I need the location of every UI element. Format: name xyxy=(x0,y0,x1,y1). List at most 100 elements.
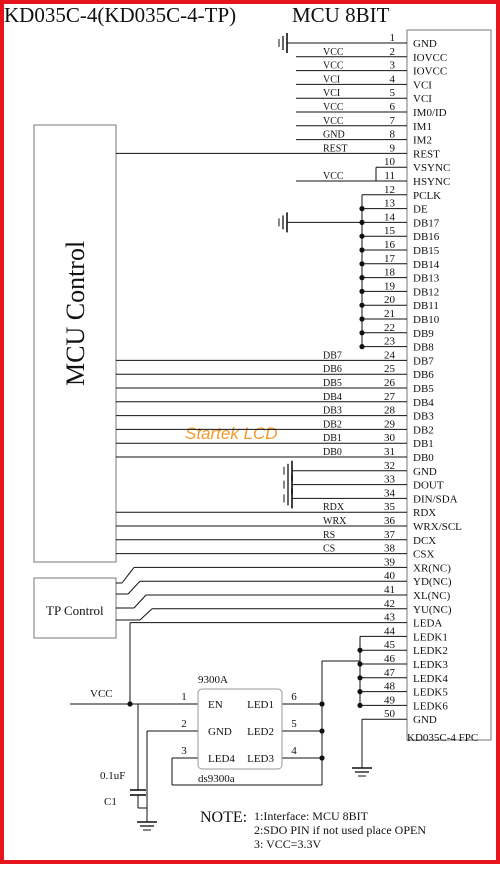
net-label: WRX xyxy=(323,516,347,527)
watermark-text: Startek LCD xyxy=(185,424,278,443)
pin-number: 14 xyxy=(384,211,396,223)
net-label: DB5 xyxy=(323,378,342,389)
pin-number: 49 xyxy=(384,694,396,706)
pin-number: 7 xyxy=(390,115,396,127)
net-label: VCC xyxy=(323,47,344,58)
net-label: REST xyxy=(323,143,347,154)
pin-name: DB7 xyxy=(413,355,434,367)
driver-ic-body xyxy=(197,688,283,770)
mcu-control-label: MCU Control xyxy=(61,241,90,386)
pin-number: 17 xyxy=(384,253,396,265)
junction-dot xyxy=(359,261,365,267)
pin-number: 28 xyxy=(384,405,396,417)
fpc-connector xyxy=(406,29,492,741)
pin-name: DB0 xyxy=(413,452,434,464)
junction-dot xyxy=(357,689,363,695)
pin-number: 38 xyxy=(384,543,396,555)
note-line-3: 3: VCC=3.3V xyxy=(254,837,322,851)
fpc-label: KD035C-4 FPC xyxy=(407,732,478,744)
junction-dot xyxy=(357,702,363,709)
pin-number: 24 xyxy=(384,349,396,361)
note-heading: NOTE: xyxy=(200,809,247,826)
pin-number: 11 xyxy=(384,170,395,182)
pin-name: LEDK3 xyxy=(413,659,448,671)
ic-pin-number: 1 xyxy=(181,691,187,703)
junction-dot xyxy=(359,288,365,294)
net-label: CS xyxy=(323,544,335,555)
pin-name: LEDK4 xyxy=(413,673,448,685)
net-label: VCI xyxy=(323,88,340,99)
pin-number: 1 xyxy=(390,32,396,44)
junction-dot xyxy=(127,701,133,707)
pin-number: 46 xyxy=(384,653,396,665)
ic-pin-label: EN xyxy=(208,699,223,711)
capacitor-ref: C1 xyxy=(104,796,117,808)
pin-number: 4 xyxy=(390,73,396,85)
page-subtitle: MCU 8BIT xyxy=(292,3,390,27)
driver-ic-vcc-label: VCC xyxy=(90,688,113,700)
net-label: DB0 xyxy=(323,447,342,458)
pin-number: 32 xyxy=(384,460,395,472)
pin-name: DB10 xyxy=(413,314,440,326)
junction-dot xyxy=(359,233,365,239)
pin-name: DB5 xyxy=(413,383,434,395)
ic-pin-label: LED2 xyxy=(247,726,274,738)
ic-pin-number: 6 xyxy=(291,691,297,703)
pin-name: IM2 xyxy=(413,135,432,147)
pin-number: 40 xyxy=(384,570,396,582)
tp-wire xyxy=(139,608,153,621)
pin-number: 31 xyxy=(384,446,395,458)
pin-number: 45 xyxy=(384,639,396,651)
pin-number: 30 xyxy=(384,432,396,444)
pin-number: 41 xyxy=(384,584,395,596)
ic-pin-number: 5 xyxy=(291,718,297,730)
tp-wire xyxy=(121,567,135,584)
pin-name: DB9 xyxy=(413,328,434,340)
pin-name: DCX xyxy=(413,535,436,547)
pin-name: WRX/SCL xyxy=(413,521,462,533)
pin-name: XL(NC) xyxy=(413,590,451,602)
tp-wire xyxy=(127,580,141,595)
net-label: VCI xyxy=(323,74,340,85)
junction-dot xyxy=(359,302,365,308)
mcu-control-block xyxy=(33,124,117,563)
pin-number: 12 xyxy=(384,184,395,196)
pin-number: 44 xyxy=(384,625,396,637)
pin-name: CSX xyxy=(413,549,434,561)
pin-name: RDX xyxy=(413,507,436,519)
pin-number: 29 xyxy=(384,418,396,430)
tp-wire xyxy=(133,594,147,609)
pin-number: 15 xyxy=(384,225,396,237)
pin-name: DB14 xyxy=(413,259,440,271)
pin-name: GND xyxy=(413,38,437,50)
pin-name: VCI xyxy=(413,93,432,105)
pin-name: DOUT xyxy=(413,480,444,492)
note-line-1: 1:Interface: MCU 8BIT xyxy=(254,809,369,823)
pin-name: IOVCC xyxy=(413,52,447,64)
pin-name: DB13 xyxy=(413,273,440,285)
net-label: DB7 xyxy=(323,350,342,361)
pin-name: LEDK1 xyxy=(413,631,448,643)
pin-name: LEDK5 xyxy=(413,687,448,699)
junction-dot xyxy=(357,661,363,667)
pin-name: PCLK xyxy=(413,190,441,202)
net-label: RS xyxy=(323,530,335,541)
pin-name: XR(NC) xyxy=(413,562,451,574)
junction-dot xyxy=(359,344,365,350)
pin-number: 33 xyxy=(384,474,396,486)
pin-name: DB12 xyxy=(413,286,439,298)
pin-number: 26 xyxy=(384,377,396,389)
pin-name: IOVCC xyxy=(413,66,447,78)
pin-number: 23 xyxy=(384,336,396,348)
net-label: VCC xyxy=(323,61,344,72)
junction-dot xyxy=(357,647,363,653)
junction-dot xyxy=(357,675,363,681)
pin-number: 2 xyxy=(390,46,396,58)
pin-number: 9 xyxy=(390,142,396,154)
pin-number: 50 xyxy=(384,708,396,720)
pin-name: VCI xyxy=(413,79,432,91)
pin-name: DB6 xyxy=(413,369,434,381)
pin-number: 37 xyxy=(384,529,396,541)
net-label: RDX xyxy=(323,502,345,513)
